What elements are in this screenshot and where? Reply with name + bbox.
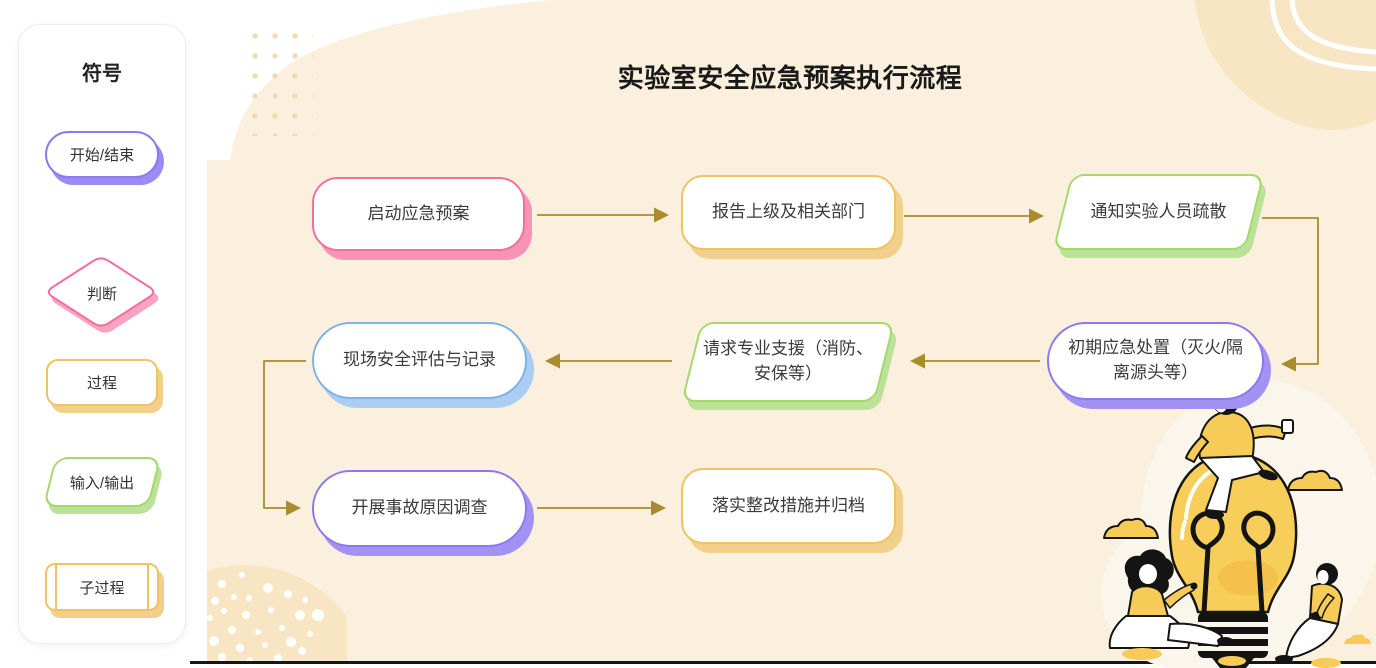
sitting-woman (1108, 549, 1233, 649)
symbols-panel-title: 符号 (82, 63, 122, 85)
legend-input-output-shape[interactable]: 输入/输出 (42, 457, 162, 507)
top-right-blob (1195, 0, 1376, 131)
diagram-title: 实验室安全应急预案执行流程 (617, 63, 963, 93)
legend-process-shape[interactable]: 过程 (46, 359, 158, 406)
sitting-man (1275, 563, 1343, 663)
flow-node-request-support[interactable]: 请求专业支援（消防、安保等） (681, 322, 895, 402)
connector-assess-investigate (263, 360, 306, 516)
legend-decision-shape[interactable]: 判断 (42, 253, 162, 333)
node-label: 初期应急处置（灭火/隔离源头等） (1068, 338, 1243, 382)
bottom-left-dotted-blob (207, 565, 347, 662)
dot-grid-decoration (243, 24, 313, 136)
node-label: 启动应急预案 (367, 203, 470, 223)
symbols-panel: 符号 开始/结束 判断 过程 输入/输出 子过程 (18, 24, 186, 644)
node-label: 通知实验人员疏散 (1090, 201, 1227, 221)
person-on-bulb (1185, 389, 1294, 519)
bottom-border-line (190, 661, 1376, 664)
legend-start-end-shape[interactable]: 开始/结束 (45, 131, 159, 178)
node-label: 请求专业支援（消防、安保等） (703, 339, 873, 383)
node-label: 报告上级及相关部门 (712, 202, 865, 222)
node-label: 落实整改措施并归档 (712, 495, 865, 515)
legend-label: 开始/结束 (69, 147, 135, 164)
legend-label: 过程 (86, 375, 117, 392)
lightbulb-icon (1168, 452, 1298, 668)
flow-node-notify[interactable]: 通知实验人员疏散 (1052, 174, 1265, 250)
flow-node-start[interactable]: 启动应急预案 (312, 177, 525, 251)
legend-subprocess-shape[interactable]: 子过程 (45, 563, 159, 611)
flow-node-assess[interactable]: 现场安全评估与记录 (312, 322, 527, 399)
node-label: 开展事故原因调查 (351, 498, 488, 518)
legend-label: 输入/输出 (69, 474, 135, 492)
connector-notify-initial (1262, 217, 1319, 372)
flow-node-initial-response[interactable]: 初期应急处置（灭火/隔离源头等） (1047, 322, 1264, 400)
lightbulb-illustration (1101, 380, 1376, 668)
flow-node-report[interactable]: 报告上级及相关部门 (681, 175, 896, 250)
flow-node-archive[interactable]: 落实整改措施并归档 (681, 468, 896, 544)
cloud-icon (1103, 469, 1343, 539)
node-label: 现场安全评估与记录 (343, 350, 496, 370)
legend-label: 判断 (86, 285, 117, 303)
legend-label: 子过程 (79, 579, 125, 597)
diamond-icon (47, 257, 155, 327)
flow-node-investigate[interactable]: 开展事故原因调查 (312, 470, 527, 547)
